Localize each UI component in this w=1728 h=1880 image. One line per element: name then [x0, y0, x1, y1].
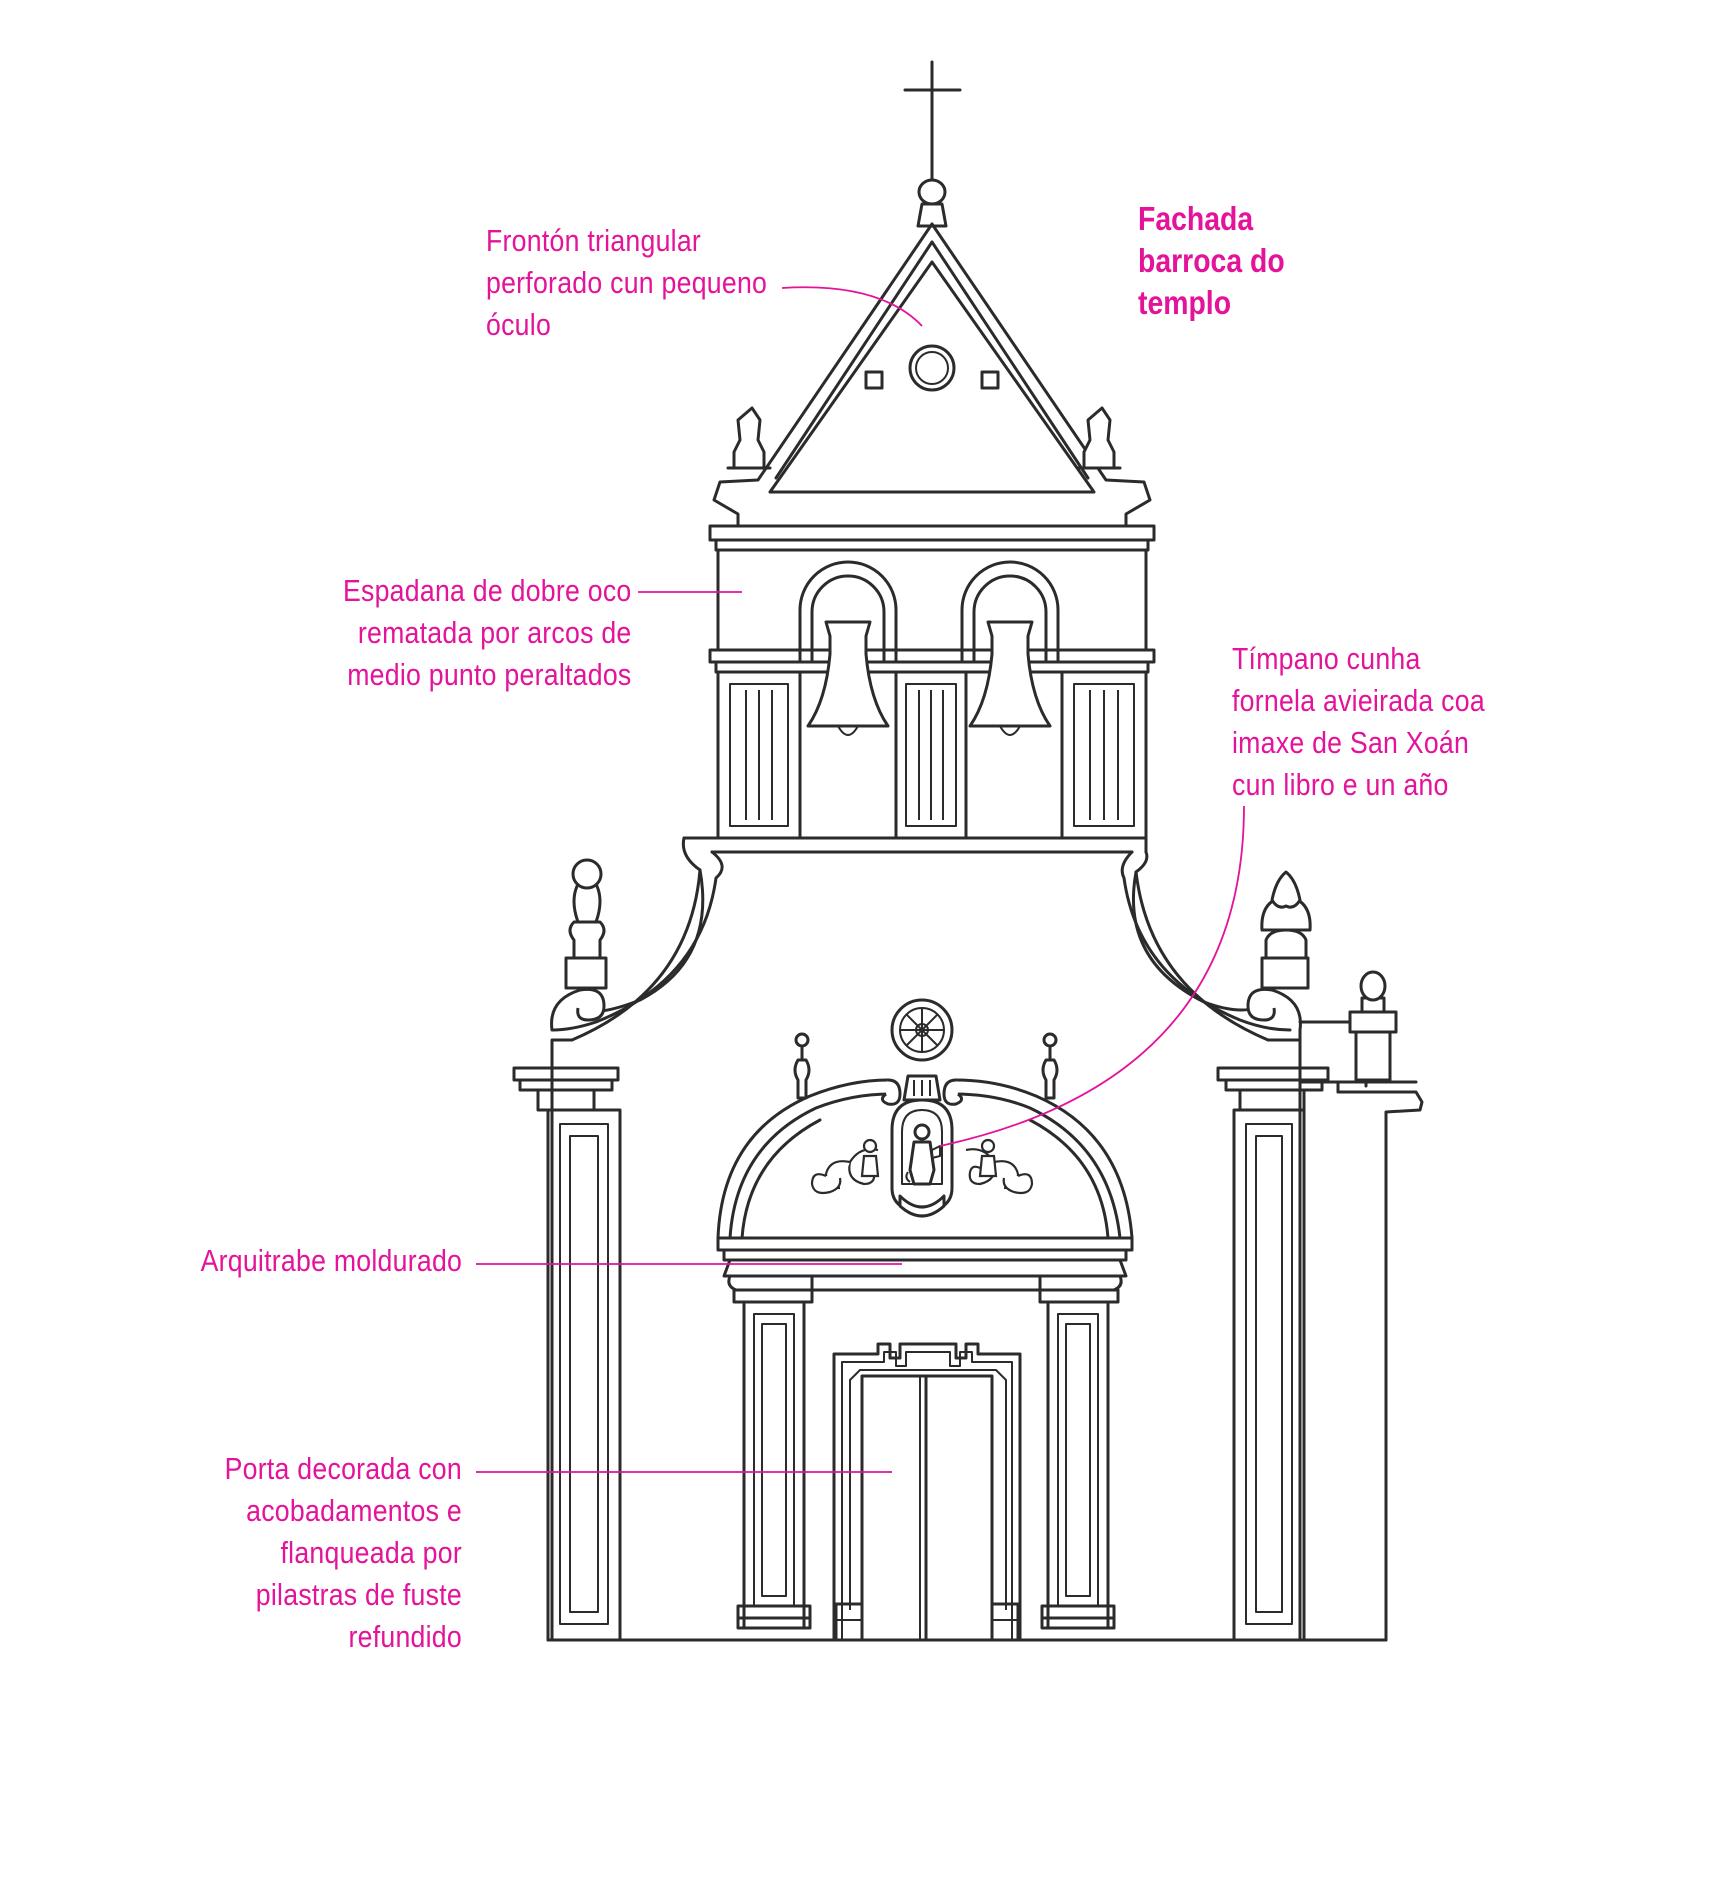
- label-arquitrabe: Arquitrabe moldurado: [200, 1243, 462, 1278]
- triangular-pediment: [712, 222, 1152, 528]
- bell-right: [968, 620, 1052, 736]
- label-timpano: Tímpano cunha fornela avieirada coa imax…: [1232, 641, 1485, 802]
- pilaster-right: [1216, 1066, 1330, 1642]
- belfry-cornice: [708, 524, 1156, 552]
- architrave: [716, 1236, 1134, 1292]
- door: [832, 1342, 1022, 1642]
- curved-crowning: [550, 836, 1312, 1642]
- belfry: [708, 548, 1156, 840]
- niche-san-xoan: [890, 1074, 954, 1218]
- leader-fronton: [781, 286, 923, 327]
- side-annex: [1298, 970, 1424, 1642]
- pilaster-left: [512, 1066, 622, 1642]
- leader-timpano: [939, 805, 1245, 1147]
- label-espadana: Espadana de dobre oco rematada por arcos…: [343, 573, 632, 692]
- label-porta: Porta decorada con acobadamentos e flanq…: [224, 1451, 462, 1654]
- cross: [903, 60, 962, 228]
- leader-lines: [476, 286, 1245, 1473]
- tympanum: [716, 998, 1134, 1240]
- portal-pilaster-right: [1038, 1288, 1120, 1630]
- label-fronton: Frontón triangular perforado cun pequeno…: [486, 223, 768, 342]
- diagram-title: Fachada barroca do templo: [1138, 200, 1285, 321]
- bell-left: [806, 620, 890, 736]
- portal-pilaster-left: [732, 1288, 814, 1630]
